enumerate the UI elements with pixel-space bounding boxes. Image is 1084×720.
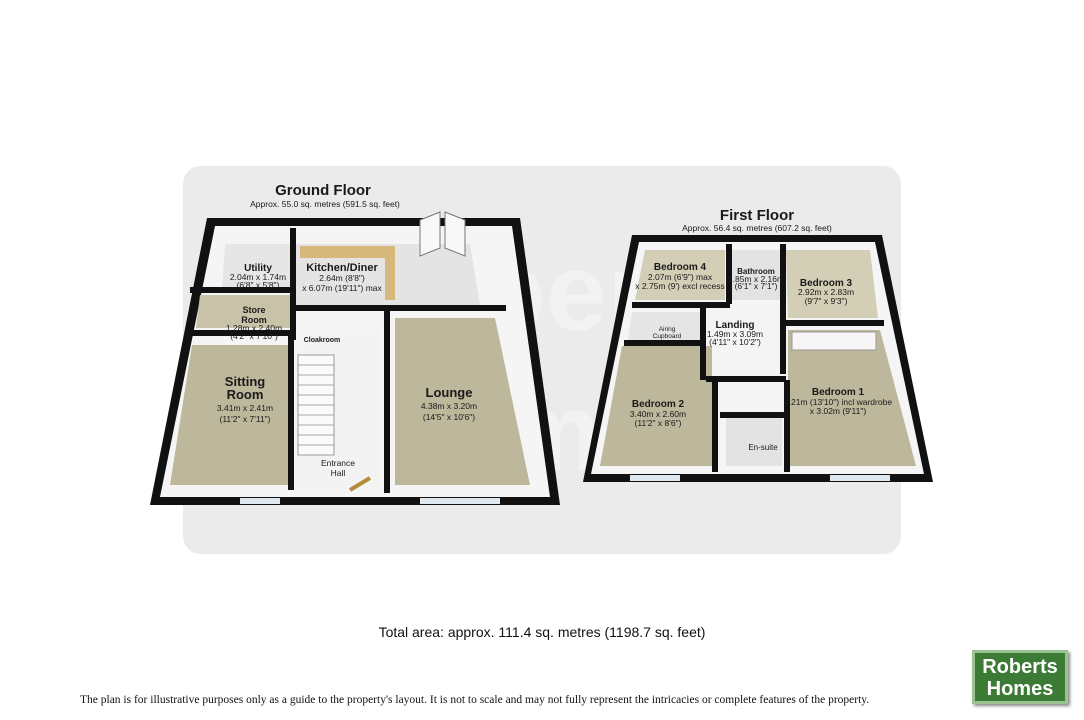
wall [190,287,292,293]
total-area: Total area: approx. 111.4 sq. metres (11… [378,624,706,640]
room-name-bathroom: Bathroom [737,267,775,276]
wall [726,244,732,304]
sitting-room-floor [170,345,290,485]
room-name-entrance-hall: Entrance [321,458,355,468]
window [240,498,280,504]
bedroom-4-floor [635,250,725,300]
first-floor-title: First Floor [720,207,794,224]
wall [784,320,884,326]
room-dims-store-room: (4'2" x 7'10") [230,331,278,341]
room-name-airing-cupboard: Airing [659,326,676,333]
room-name-cloakroom: Cloakroom [304,337,341,344]
utility-floor [222,244,290,287]
room-dims-bedroom-2: (11'2" x 8'6") [635,418,682,428]
room-name-bedroom-4: Bedroom 4 [654,262,707,273]
wall [290,228,296,340]
room-dims-utility: 2.04m x 1.74m [230,272,286,282]
wall [706,376,786,382]
room-dims-bedroom-1: 4.21m (13'10") incl wardrobe [784,397,892,407]
room-name-store-room: Store [242,305,265,315]
room-dims-lounge: 4.38m x 3.20m [421,401,477,411]
wall [712,380,718,472]
wardrobe [791,331,877,351]
room-dims-lounge: (14'5" x 10'6") [423,412,475,422]
room-name-entrance-hall: Hall [331,468,346,478]
bedroom-1-floor [788,330,916,466]
staircase [297,354,335,456]
first-floor-area-text: Approx. 56.4 sq. metres (607.2 sq. feet) [682,223,832,233]
room-dims-landing: 1.49m x 3.09m [707,329,763,339]
bedroom-2-floor [600,346,712,466]
wall [384,308,390,493]
room-name-en-suite: En-suite [748,443,778,452]
room-name-store-room: Room [241,315,267,325]
door [348,476,372,492]
airing-cupboard-floor [628,312,700,340]
wall [780,244,786,374]
window [420,498,500,504]
bathroom-floor [732,250,782,300]
room-dims-bathroom: 1.85m x 2.16m [728,274,784,284]
room-name-lounge: Lounge [426,385,473,400]
room-name-sitting-room: Room [227,387,264,402]
room-dims-bedroom-3: 2.92m x 2.83m [798,287,854,297]
landing-floor [706,306,782,380]
french-doors [419,211,466,257]
roberts-homes-logo: Roberts Homes [972,650,1068,704]
bedroom-3-floor [786,250,878,318]
wall [784,380,790,472]
room-dims-bedroom-4: x 2.75m (9') excl recess [635,281,724,291]
room-dims-bedroom-4: 2.07m (6'9") max [648,272,713,282]
room-name-utility: Utility [244,263,272,274]
room-dims-landing: (4'11" x 10'2") [709,337,761,347]
room-name-landing: Landing [716,320,755,331]
wall [632,302,730,308]
disclaimer: The plan is for illustrative purposes on… [80,694,870,706]
room-name-airing-cupboard: Cupboard [653,333,682,340]
lounge-floor [395,318,530,485]
wall [624,340,706,346]
logo-line-2: Homes [986,678,1054,700]
room-name-bedroom-2: Bedroom 2 [632,399,685,410]
wall [700,304,706,380]
wall [296,305,506,311]
room-dims-bedroom-2: 3.40m x 2.60m [630,409,686,419]
wall [288,335,294,490]
room-dims-utility: (6'8" x 5'8") [237,280,280,290]
en-suite-floor [726,418,782,466]
room-name-bedroom-1: Bedroom 1 [812,387,865,398]
room-dims-bedroom-1: x 3.02m (9'11") [810,406,867,416]
wall [720,412,786,418]
store-room-floor [196,295,290,328]
room-dims-kitchen-diner: 2.64m (8'8") [319,273,365,283]
room-dims-sitting-room: (11'2" x 7'11") [219,414,270,424]
room-dims-store-room: 1.28m x 2.40m [226,323,282,333]
room-dims-bathroom: (6'1" x 7'1") [735,281,778,291]
kitchen-worktop [300,246,395,258]
ground-floor-plan [150,211,560,505]
first-floor-plan [583,235,933,482]
ground-floor-title: Ground Floor [275,182,371,199]
wall [186,330,296,336]
room-name-sitting-room: Sitting [225,374,265,389]
room-dims-sitting-room: 3.41m x 2.41m [217,403,273,413]
window [630,475,680,481]
window [830,475,890,481]
logo-line-1: Roberts [982,656,1058,678]
room-name-kitchen-diner: Kitchen/Diner [306,262,378,274]
kitchen-worktop-side [385,258,395,300]
room-dims-kitchen-diner: x 6.07m (19'11") max [302,283,382,293]
ground-floor-area-text: Approx. 55.0 sq. metres (591.5 sq. feet) [250,199,400,209]
room-dims-bedroom-3: (9'7" x 9'3") [805,296,848,306]
room-name-bedroom-3: Bedroom 3 [800,278,853,289]
